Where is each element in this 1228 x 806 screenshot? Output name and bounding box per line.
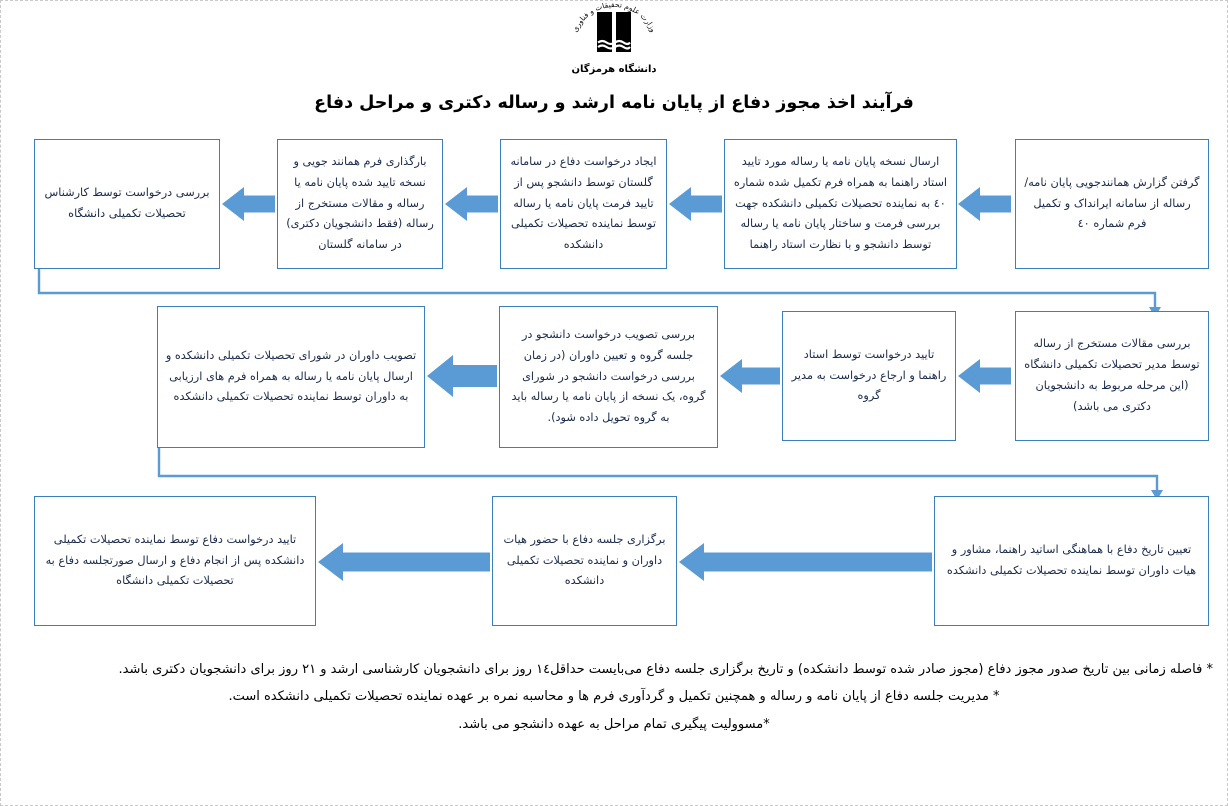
step-12-text: تایید درخواست دفاع توسط نماینده تحصیلات … <box>45 532 305 588</box>
arrow-step8-to-step9 <box>427 339 497 413</box>
step-box-8: بررسی تصویب درخواست دانشجو در جلسه گروه … <box>499 306 718 448</box>
arrow-step10-to-step11 <box>679 531 932 593</box>
footnote-3: *مسوولیت پیگیری تمام مراحل به عهده دانشج… <box>458 716 770 732</box>
footnotes: * فاصله زمانی بین تاریخ صدور مجوز دفاع (… <box>15 656 1213 738</box>
step-6-text: بررسی مقالات مستخرج از رساله توسط مدیر ت… <box>1024 337 1200 413</box>
arrow-step4-to-step5 <box>222 171 275 237</box>
arrow-step11-to-step12 <box>318 531 490 593</box>
step-4-text: بارگذاری فرم همانند جویی و نسخه تایید شد… <box>286 154 434 252</box>
footnote-2: * مدیریت جلسه دفاع از پایان نامه و رساله… <box>228 689 1000 705</box>
step-1-text: گرفتن گزارش همانندجویی پایان نامه/ رساله… <box>1024 175 1200 231</box>
step-box-3: ایجاد درخواست دفاع در سامانه گلستان توسط… <box>500 139 667 269</box>
arrow-step2-to-step3 <box>669 171 722 237</box>
connector-row2-to-row3 <box>157 448 1197 500</box>
step-5-text: بررسی درخواست توسط کارشناس تحصیلات تکمیل… <box>44 186 210 220</box>
arrow-step1-to-step2 <box>958 171 1011 237</box>
page-title: فرآیند اخذ مجوز دفاع از پایان نامه ارشد … <box>314 93 914 113</box>
step-box-6: بررسی مقالات مستخرج از رساله توسط مدیر ت… <box>1015 311 1209 441</box>
step-11-text: برگزاری جلسه دفاع با حضور هیات داوران و … <box>503 532 666 588</box>
step-7-text: تایید درخواست توسط استاد راهنما و ارجاع … <box>791 347 947 403</box>
logo-caption: دانشگاه هرمزگان <box>571 64 657 75</box>
arrow-step3-to-step4 <box>445 171 498 237</box>
arrow-step7-to-step8 <box>720 343 780 409</box>
step-box-10: تعیین تاریخ دفاع با هماهنگی اساتید راهنم… <box>934 496 1209 626</box>
step-2-text: ارسال نسخه پایان نامه یا رساله مورد تایی… <box>733 154 948 252</box>
footnote-1: * فاصله زمانی بین تاریخ صدور مجوز دفاع (… <box>118 662 1213 677</box>
step-9-text: تصویب داوران در شورای تحصیلات تکمیلی دان… <box>165 348 417 404</box>
university-logo: وزارت علوم تحقیقات و فناوری <box>550 3 678 63</box>
step-box-2: ارسال نسخه پایان نامه یا رساله مورد تایی… <box>724 139 957 269</box>
step-box-12: تایید درخواست دفاع توسط نماینده تحصیلات … <box>34 496 316 626</box>
step-box-11: برگزاری جلسه دفاع با حضور هیات داوران و … <box>492 496 677 626</box>
step-box-9: تصویب داوران در شورای تحصیلات تکمیلی دان… <box>157 306 425 448</box>
step-10-text: تعیین تاریخ دفاع با هماهنگی اساتید راهنم… <box>946 543 1197 577</box>
arrow-step6-to-step7 <box>958 343 1011 409</box>
step-box-7: تایید درخواست توسط استاد راهنما و ارجاع … <box>782 311 956 441</box>
header-logo-block: وزارت علوم تحقیقات و فناوری دانشگ <box>1 3 1227 75</box>
step-box-5: بررسی درخواست توسط کارشناس تحصیلات تکمیل… <box>34 139 220 269</box>
step-3-text: ایجاد درخواست دفاع در سامانه گلستان توسط… <box>510 154 657 252</box>
step-8-text: بررسی تصویب درخواست دانشجو در جلسه گروه … <box>511 327 706 425</box>
step-box-4: بارگذاری فرم همانند جویی و نسخه تایید شد… <box>277 139 443 269</box>
step-box-1: گرفتن گزارش همانندجویی پایان نامه/ رساله… <box>1015 139 1209 269</box>
